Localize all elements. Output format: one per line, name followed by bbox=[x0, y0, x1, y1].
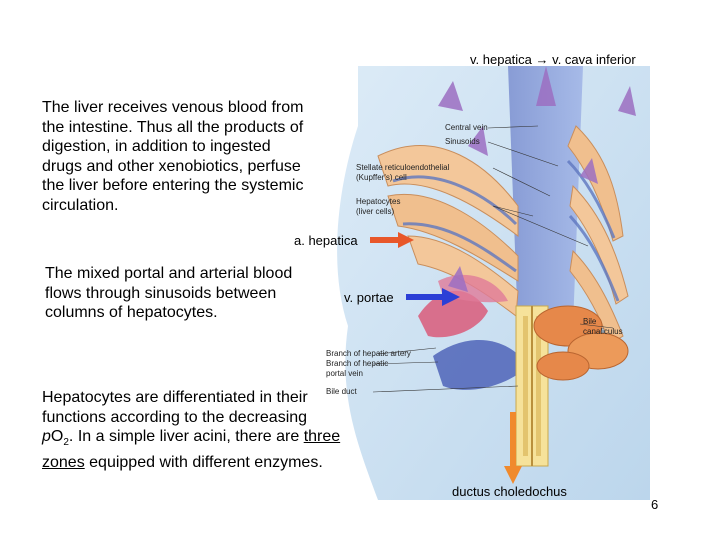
a-hepatica-label: a. hepatica bbox=[294, 233, 358, 248]
top-label-to: v. cava inferior bbox=[552, 52, 636, 67]
paragraph-hepatocyte-zones: Hepatocytes are differentiated in their … bbox=[42, 388, 342, 472]
sinusoids-label: Sinusoids bbox=[445, 137, 480, 146]
leader-lines bbox=[372, 125, 614, 393]
liver-lobule-illustration: Central vein Sinusoids Stellate reticulo… bbox=[326, 66, 650, 500]
hepatocyte-cluster bbox=[533, 305, 629, 381]
bile-duct-label: Bile duct bbox=[326, 387, 357, 396]
paragraph-mixed-blood: The mixed portal and arterial blood flow… bbox=[45, 265, 293, 321]
blue-arrow-icon bbox=[406, 288, 460, 306]
bile-canaliculus-label-line2: canaliculus bbox=[583, 327, 623, 336]
ductus-choledochus-label: ductus choledochus bbox=[452, 484, 567, 499]
sinusoid-streams bbox=[392, 159, 620, 302]
portal-vein-label-line2: portal vein bbox=[326, 369, 363, 378]
purple-flow-arrows bbox=[438, 66, 636, 292]
central-vein-shape bbox=[508, 66, 583, 328]
v-portae-label: v. portae bbox=[344, 290, 394, 305]
p3-text-1: Hepatocytes are differentiated in their … bbox=[42, 389, 308, 426]
top-label-from: v. hepatica bbox=[470, 52, 532, 67]
bile-canaliculus-label-line1: Bile bbox=[583, 317, 597, 326]
portal-vein-label-line1: Branch of hepatic bbox=[326, 359, 388, 368]
hepatic-artery-branch bbox=[418, 290, 488, 338]
page-number: 6 bbox=[651, 497, 659, 512]
central-vein-label: Central vein bbox=[445, 123, 488, 132]
portal-tract bbox=[515, 305, 549, 467]
p3-italic-p: p bbox=[42, 428, 51, 445]
p3-subscript: 2 bbox=[63, 437, 69, 449]
p3-text-3: equipped with different enzymes. bbox=[84, 453, 323, 471]
hepatocyte-plates bbox=[377, 125, 629, 345]
paragraph-liver-blood-supply: The liver receives venous blood from the… bbox=[42, 99, 304, 214]
p3-oxygen: O bbox=[50, 428, 64, 445]
top-label-arrow: → bbox=[535, 52, 549, 67]
hepatocytes-label-line2: (liver cells) bbox=[356, 207, 395, 216]
stellate-cell-label-line2: (Kupffer's) cell bbox=[356, 173, 407, 182]
hepatic-artery-label: Branch of hepatic artery bbox=[326, 349, 411, 358]
p3-text-2: . In a simple liver acini, there are bbox=[68, 428, 304, 445]
hepatic-vein-label: v. hepatica → v. cava inferior bbox=[470, 52, 636, 67]
stellate-cell-label-line1: Stellate reticuloendothelial bbox=[356, 163, 450, 172]
red-arrow-icon bbox=[370, 232, 414, 248]
portal-vein-branch bbox=[433, 339, 528, 390]
p3-three-zones: three zones bbox=[42, 428, 341, 471]
hepatocytes-label-line1: Hepatocytes bbox=[356, 197, 400, 206]
orange-down-arrow-icon bbox=[504, 412, 522, 484]
